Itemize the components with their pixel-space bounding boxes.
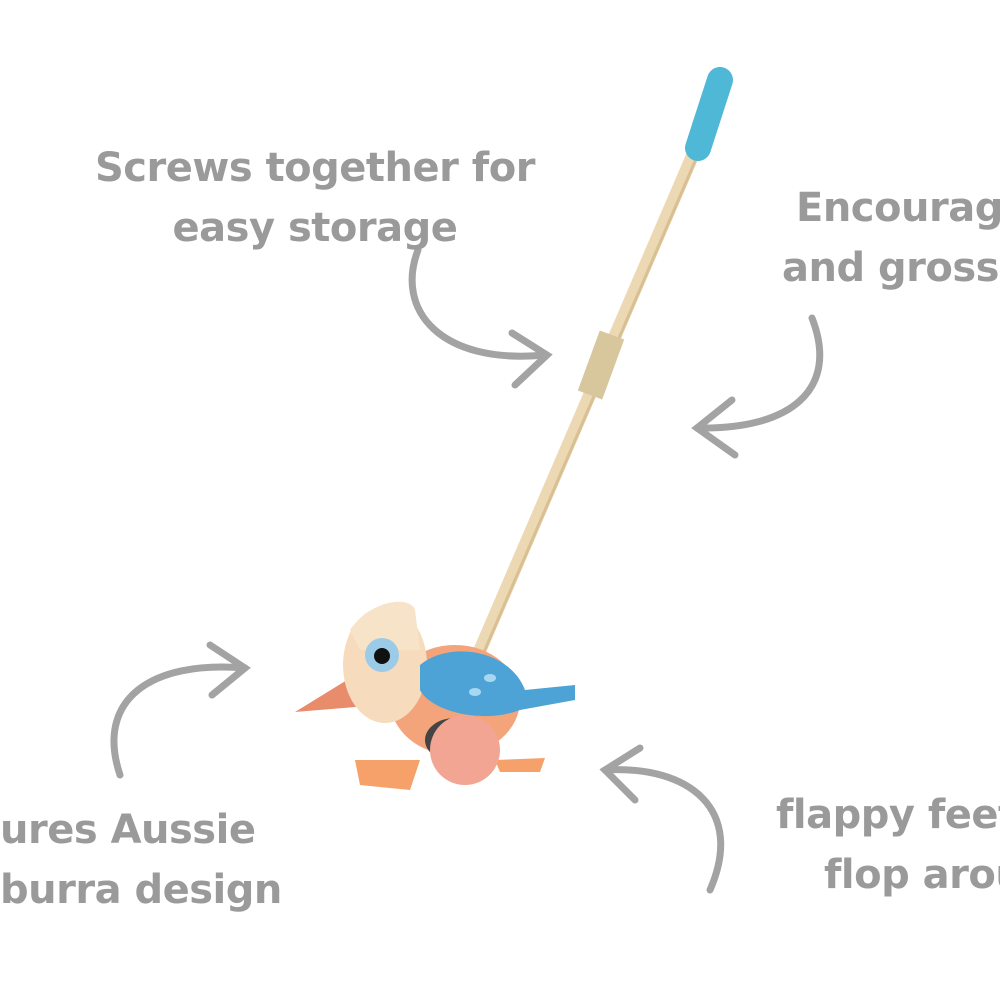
arrow-design-icon [110,641,251,779]
arrow-storage-icon [408,246,553,389]
caption-line: Screws together for [95,145,535,191]
arrow-feet-icon [599,744,725,894]
kookaburra-toy [295,601,575,790]
caption-line: flop arou [824,852,1000,898]
push-stick [473,67,733,657]
caption-design: ures Aussie burra design [0,800,282,920]
caption-storage: Screws together for easy storage [95,138,535,258]
caption-line: ures Aussie [0,807,256,853]
caption-line: and gross m [782,245,1000,291]
caption-feet: flappy feet flop arou [776,785,1000,905]
caption-line: Encourage [796,185,1000,231]
caption-line: flappy feet [776,792,1000,838]
caption-line: easy storage [172,205,458,251]
arrow-motor-icon [691,314,824,459]
caption-motor: Encourage and gross m [782,178,1000,298]
caption-line: burra design [0,867,282,913]
